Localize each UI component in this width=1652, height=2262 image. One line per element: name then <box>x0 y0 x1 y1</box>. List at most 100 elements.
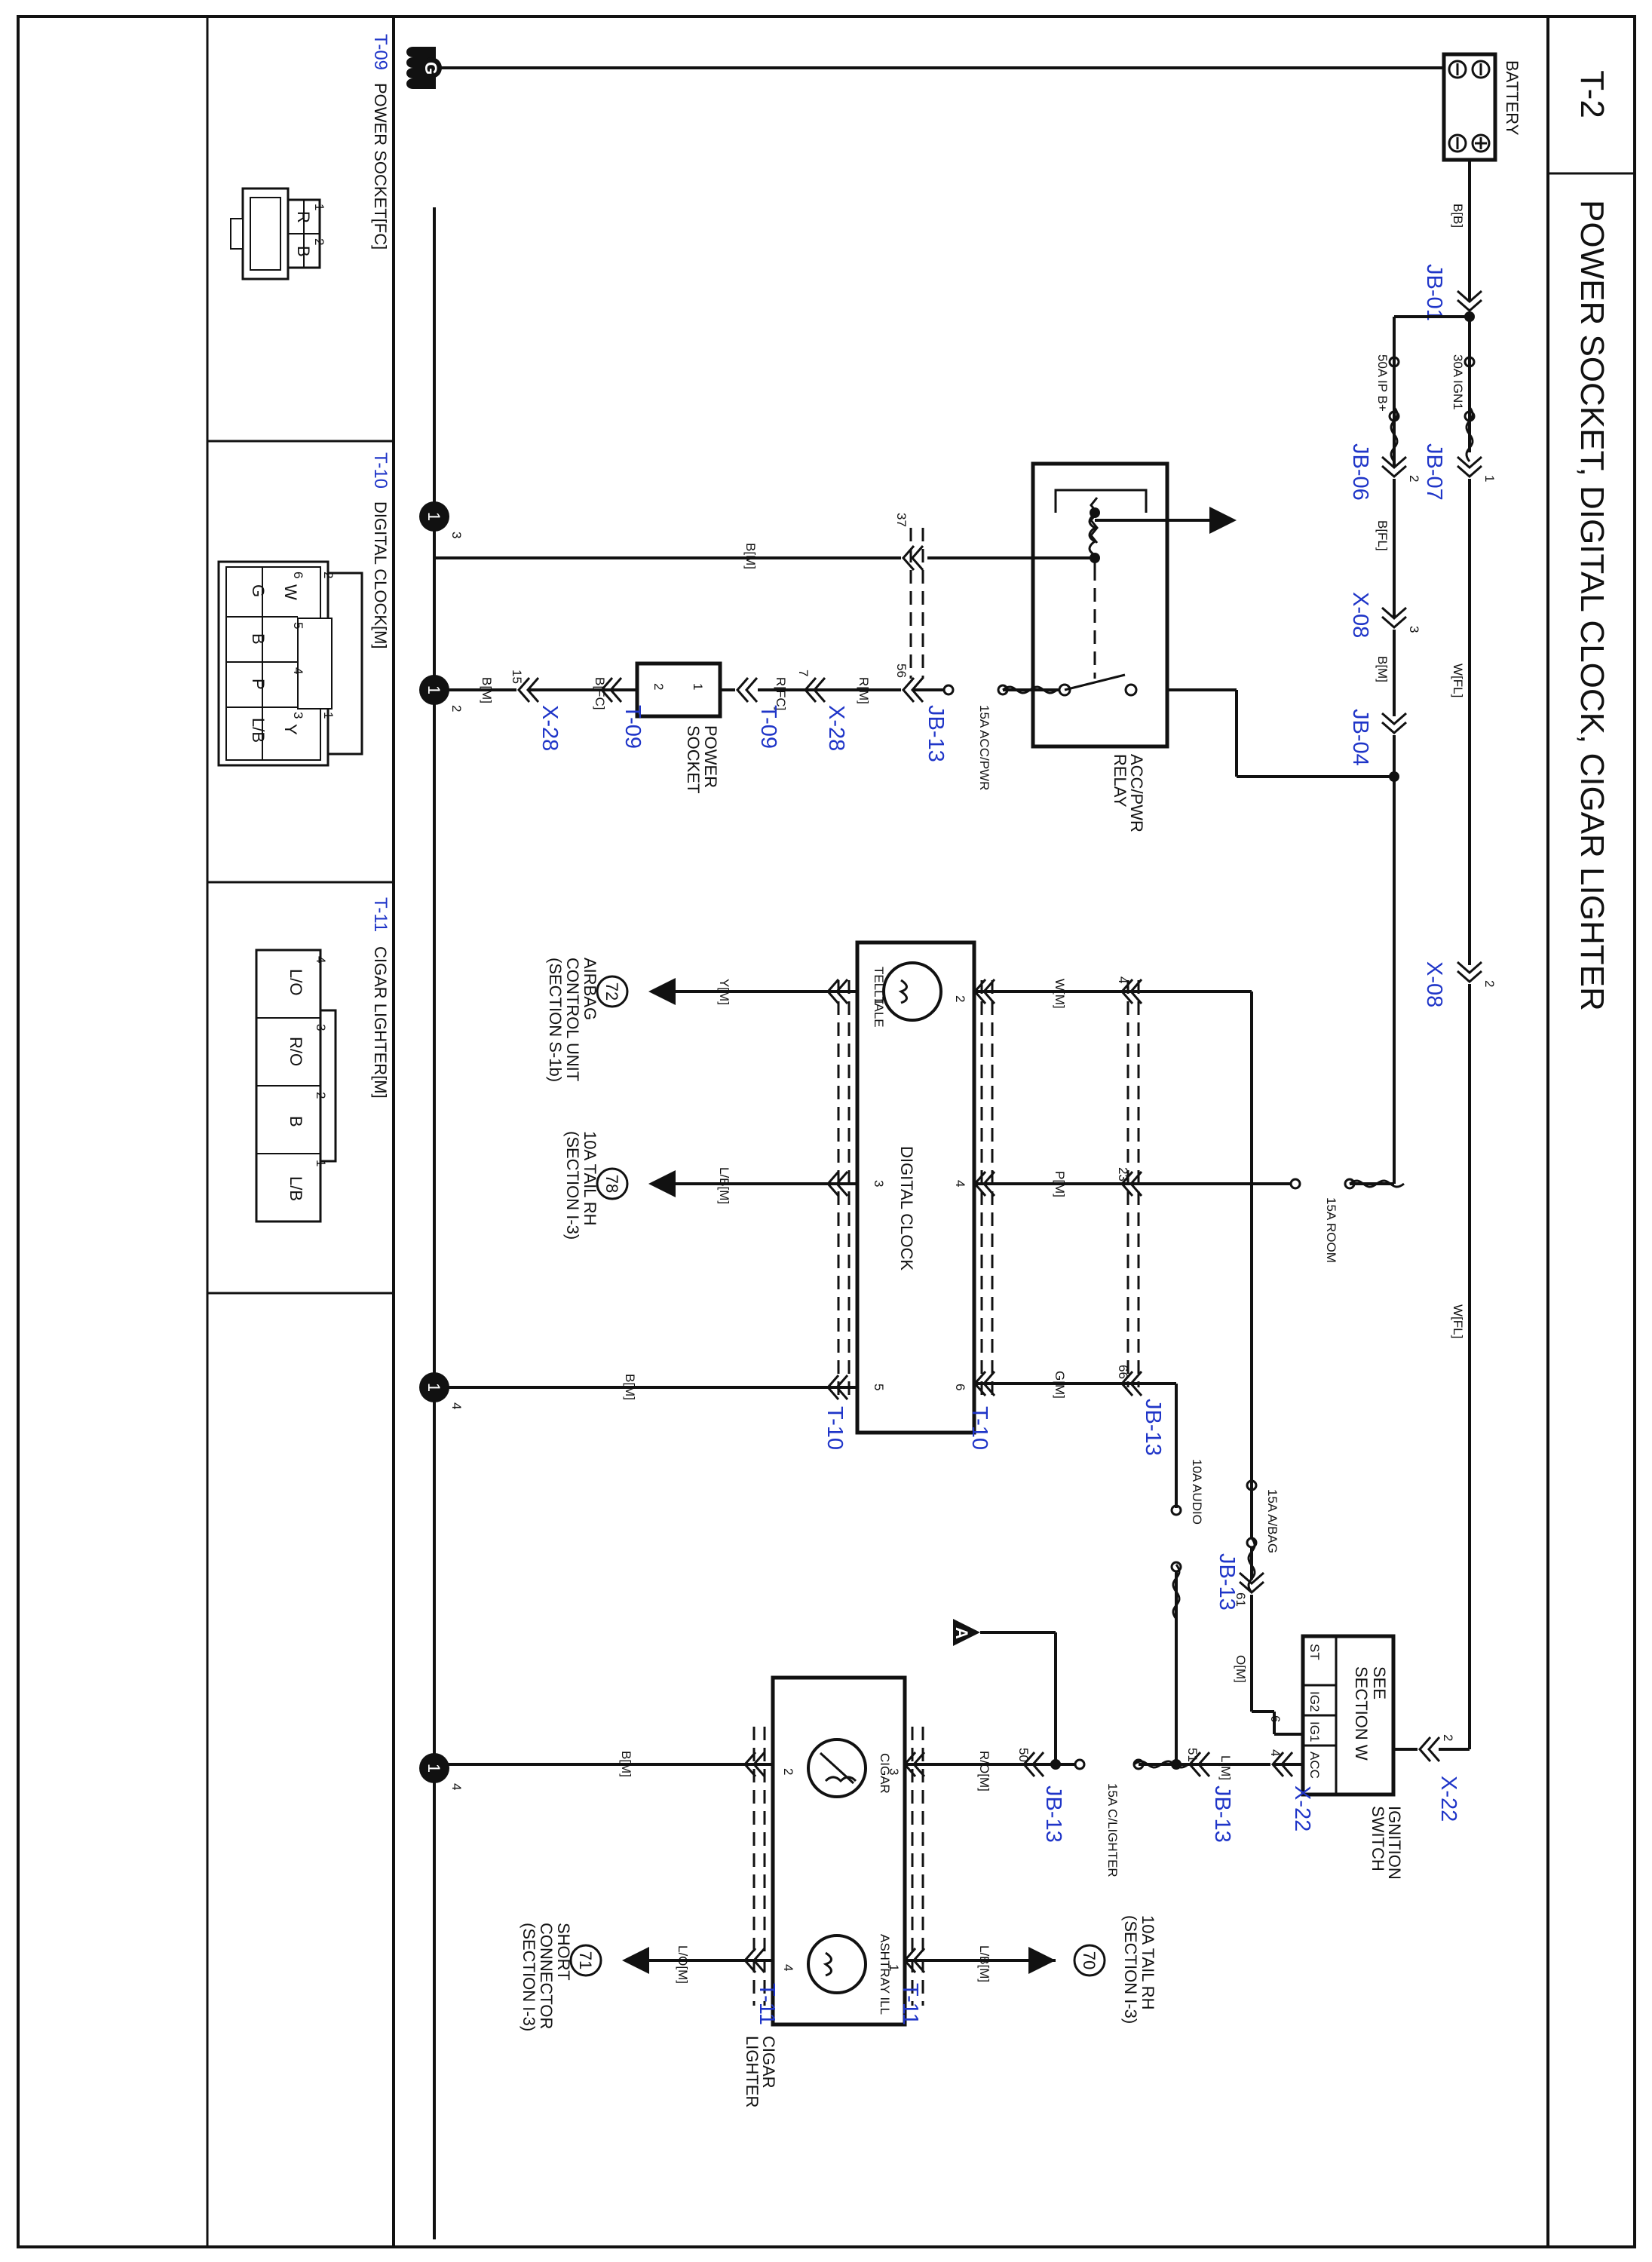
svg-text:G: G <box>249 584 268 597</box>
svg-text:X-28: X-28 <box>538 705 562 751</box>
svg-text:3: 3 <box>887 1768 901 1775</box>
svg-text:4: 4 <box>781 1964 795 1971</box>
svg-text:L/O: L/O <box>287 969 305 995</box>
arrow-ref-78 <box>648 1170 676 1197</box>
svg-text:JB-07: JB-07 <box>1422 443 1446 501</box>
svg-text:JB-06: JB-06 <box>1348 443 1372 501</box>
svg-text:IGNITION: IGNITION <box>1385 1806 1404 1880</box>
svg-text:2: 2 <box>321 572 336 578</box>
svg-text:W[M]: W[M] <box>1053 979 1067 1009</box>
svg-text:POWER SOCKET[FC]: POWER SOCKET[FC] <box>371 83 390 250</box>
svg-text:15A ROOM: 15A ROOM <box>1324 1197 1338 1263</box>
svg-text:4: 4 <box>314 956 328 963</box>
svg-text:1: 1 <box>424 1383 443 1392</box>
svg-text:1: 1 <box>314 1160 328 1166</box>
svg-text:B[M]: B[M] <box>623 1374 637 1400</box>
svg-text:SWITCH: SWITCH <box>1368 1806 1387 1871</box>
svg-text:ASHTRAY ILL: ASHTRAY ILL <box>878 1934 892 2015</box>
svg-text:R/O: R/O <box>287 1037 305 1066</box>
svg-text:50: 50 <box>1016 1748 1031 1762</box>
svg-text:SOCKET: SOCKET <box>684 725 703 793</box>
ground-label: G <box>421 62 440 75</box>
svg-text:66: 66 <box>1116 1365 1130 1379</box>
svg-text:CONTROL UNIT: CONTROL UNIT <box>563 958 582 1081</box>
svg-text:15A C/LIGHTER: 15A C/LIGHTER <box>1105 1783 1120 1877</box>
svg-text:P[M]: P[M] <box>1053 1171 1067 1197</box>
page-frame <box>17 15 1636 2248</box>
svg-text:B[B]: B[B] <box>1451 204 1465 228</box>
svg-text:DIGITAL CLOCK[M]: DIGITAL CLOCK[M] <box>371 501 390 649</box>
svg-text:B: B <box>294 246 313 257</box>
svg-text:AIRBAG: AIRBAG <box>581 958 599 1020</box>
svg-text:T-11: T-11 <box>370 897 391 932</box>
svg-text:JB-13: JB-13 <box>1210 1785 1234 1843</box>
svg-text:Y: Y <box>281 724 300 735</box>
svg-text:P: P <box>249 679 268 690</box>
svg-text:JB-13: JB-13 <box>1141 1399 1165 1456</box>
svg-text:71: 71 <box>576 1951 595 1969</box>
svg-text:RELAY: RELAY <box>1111 754 1129 808</box>
svg-text:IG1: IG1 <box>1307 1721 1322 1742</box>
svg-text:72: 72 <box>602 982 621 1001</box>
svg-text:T-10: T-10 <box>967 1406 992 1450</box>
svg-text:SHORT: SHORT <box>554 1923 573 1981</box>
arrow-ref-72 <box>648 978 676 1005</box>
svg-text:23: 23 <box>1116 1167 1130 1182</box>
svg-text:4: 4 <box>1268 1749 1283 1756</box>
ref-70: 70 10A TAIL RH (SECTION I-3) <box>1073 1915 1157 2024</box>
svg-text:56: 56 <box>894 664 909 678</box>
svg-text:T-10: T-10 <box>370 452 391 489</box>
svg-text:2: 2 <box>781 1768 795 1775</box>
telltale-lamp <box>882 961 942 1022</box>
svg-text:G[M]: G[M] <box>1053 1371 1067 1399</box>
svg-text:3: 3 <box>449 532 464 538</box>
svg-text:T-11: T-11 <box>755 1983 779 2025</box>
svg-text:R[FC]: R[FC] <box>774 677 788 710</box>
svg-text:1: 1 <box>872 998 886 1005</box>
svg-text:JB-01: JB-01 <box>1422 264 1446 321</box>
power-socket <box>635 661 722 719</box>
svg-text:1: 1 <box>691 683 705 690</box>
svg-text:10A TAIL RH: 10A TAIL RH <box>1139 1915 1157 2010</box>
svg-text:W[FL]: W[FL] <box>1451 664 1465 697</box>
ground-symbol <box>406 47 442 89</box>
svg-text:2: 2 <box>314 1092 328 1099</box>
svg-text:L[M]: L[M] <box>1218 1755 1233 1780</box>
svg-text:15: 15 <box>510 670 524 684</box>
svg-text:DIGITAL CLOCK: DIGITAL CLOCK <box>897 1146 916 1270</box>
svg-text:B[M]: B[M] <box>619 1751 633 1777</box>
svg-text:W: W <box>281 584 300 600</box>
svg-text:4: 4 <box>449 1783 464 1790</box>
svg-text:B[M]: B[M] <box>480 677 494 703</box>
svg-text:T-11: T-11 <box>898 1983 922 2025</box>
svg-text:R: R <box>294 211 313 223</box>
svg-text:O[M]: O[M] <box>1234 1655 1248 1683</box>
connector-view-t-11: T-11 CIGAR LIGHTER[M] 4 3 2 1 L/O R/O B … <box>255 897 391 1223</box>
svg-text:POWER: POWER <box>701 725 720 788</box>
svg-text:SEE: SEE <box>1370 1666 1389 1700</box>
svg-text:15A A/BAG: 15A A/BAG <box>1265 1489 1280 1553</box>
svg-text:37: 37 <box>894 513 909 527</box>
svg-text:L/O[M]: L/O[M] <box>676 1945 690 1984</box>
connector-view-t-10: T-10 DIGITAL CLOCK[M] 6 5 4 3 2 1 G B P … <box>217 452 391 767</box>
svg-text:R[M]: R[M] <box>857 677 871 704</box>
connector-t-09-b <box>736 676 759 703</box>
svg-text:JB-13: JB-13 <box>924 705 948 762</box>
svg-text:4: 4 <box>1116 976 1130 983</box>
svg-text:T-09: T-09 <box>756 705 780 749</box>
svg-text:JB-13: JB-13 <box>1041 1785 1065 1843</box>
svg-text:T-09: T-09 <box>370 34 391 70</box>
svg-text:10A AUDIO: 10A AUDIO <box>1190 1459 1204 1525</box>
svg-text:X-28: X-28 <box>824 705 848 751</box>
svg-text:B[M]: B[M] <box>1375 656 1390 682</box>
battery <box>1442 52 1497 162</box>
svg-text:7: 7 <box>796 670 811 676</box>
ref-72: 72 AIRBAG CONTROL UNIT (SECTION S-1b) <box>546 958 629 1082</box>
svg-text:2: 2 <box>1482 980 1497 987</box>
connector-x-22-b <box>1418 1736 1441 1763</box>
connector-view-t-09: T-09 POWER SOCKET[FC] 1 2 R B <box>230 34 391 280</box>
svg-text:X-22: X-22 <box>1290 1785 1314 1831</box>
svg-text:1: 1 <box>424 685 443 694</box>
svg-text:51: 51 <box>1185 1748 1200 1762</box>
svg-text:30A IGN1: 30A IGN1 <box>1451 354 1465 410</box>
